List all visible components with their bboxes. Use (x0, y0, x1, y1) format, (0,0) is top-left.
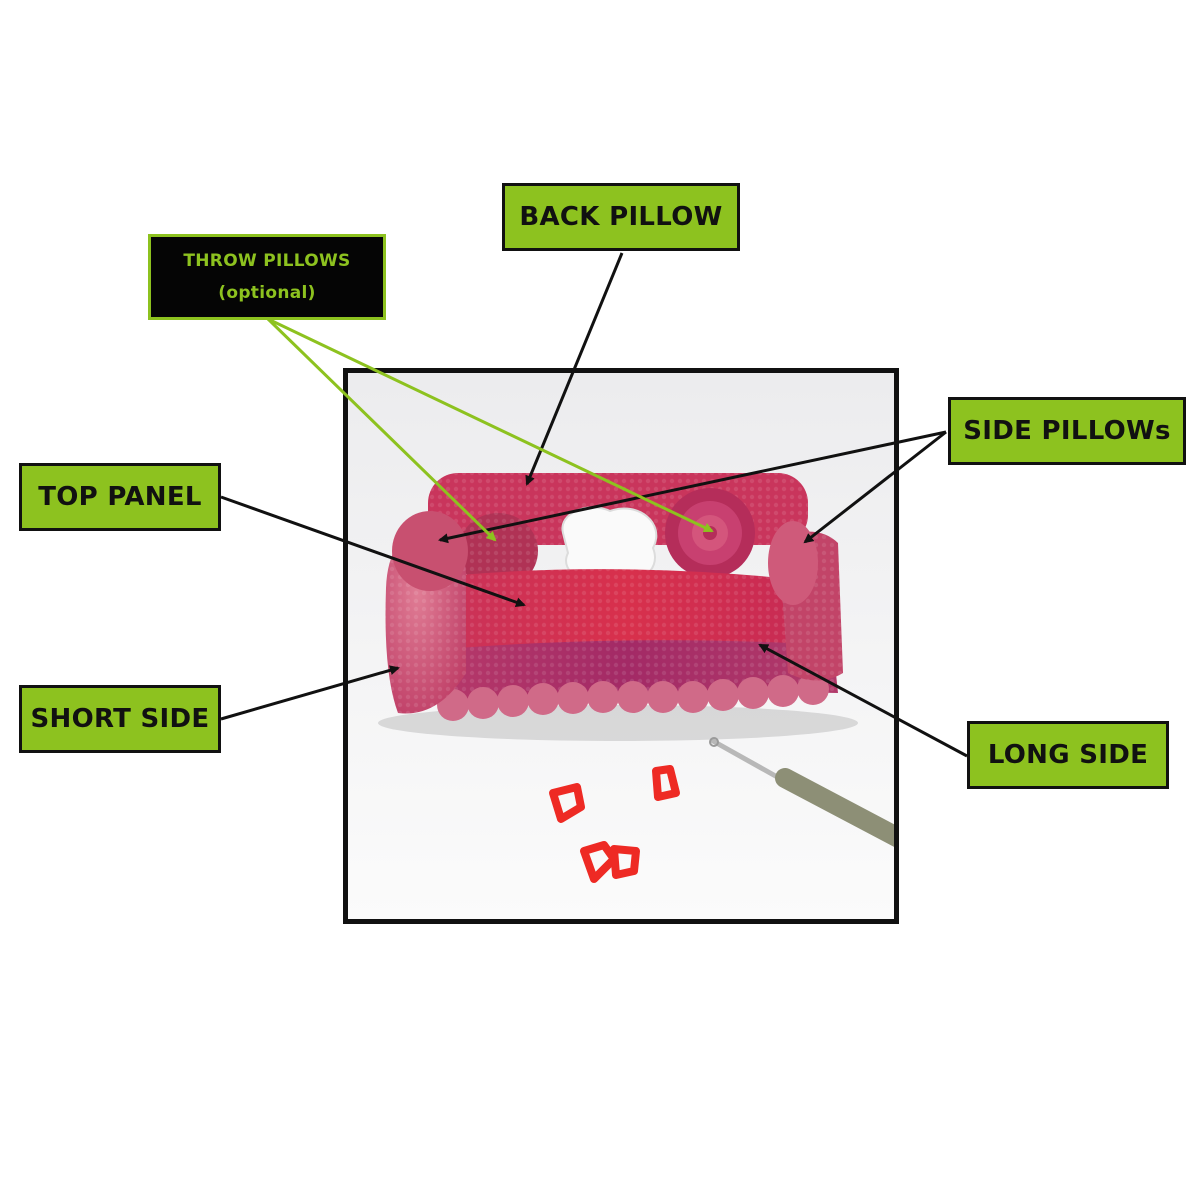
label-short-side: SHORT SIDE (19, 685, 221, 753)
arrow-top-panel (220, 495, 526, 608)
label-side-pillows-text: SIDE PILLOWs (963, 416, 1171, 446)
label-throw-pillows: THROW PILLOWS (optional) (148, 234, 386, 320)
arrow-side-pillows-right (803, 430, 947, 544)
arrow-throw-pillow-right (267, 317, 714, 533)
arrow-side-pillows-left (438, 430, 947, 544)
label-short-side-text: SHORT SIDE (30, 704, 210, 734)
label-long-side: LONG SIDE (967, 721, 1169, 789)
sofa-illustration (348, 373, 894, 919)
label-throw-pillows-note: (optional) (218, 283, 316, 303)
arrow-back-pillow (525, 252, 624, 486)
label-back-pillow: BACK PILLOW (502, 183, 740, 251)
arrow-long-side (758, 643, 968, 758)
label-top-panel-text: TOP PANEL (38, 482, 202, 512)
label-side-pillows: SIDE PILLOWs (948, 397, 1186, 465)
label-back-pillow-text: BACK PILLOW (519, 202, 723, 232)
label-top-panel: TOP PANEL (19, 463, 221, 531)
label-throw-pillows-text: THROW PILLOWS (183, 251, 351, 271)
arrow-throw-pillow-left (266, 317, 497, 542)
arrow-short-side (220, 665, 400, 721)
label-long-side-text: LONG SIDE (987, 740, 1149, 770)
